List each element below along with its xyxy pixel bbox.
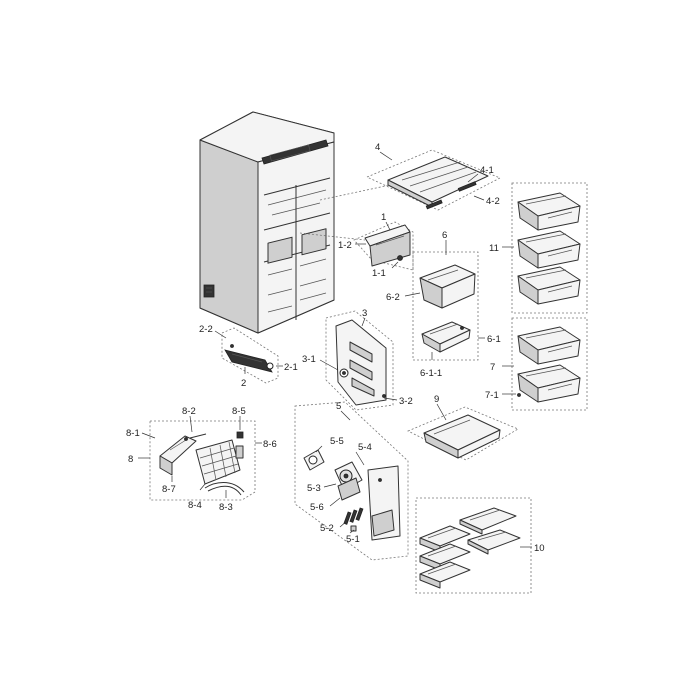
label-5-4: 5-4 (358, 442, 372, 453)
label-11: 11 (489, 243, 499, 254)
label-10: 10 (534, 543, 545, 554)
part-9-drawer: 9 (407, 394, 519, 461)
label-5-2: 5-2 (320, 523, 334, 534)
label-5: 5 (336, 401, 341, 412)
label-8: 8 (128, 454, 133, 465)
label-3: 3 (362, 308, 367, 319)
part-10-rails: 10 (415, 497, 545, 594)
part-7-door-bins: 7 7-1 (485, 317, 588, 411)
label-4-2: 4-2 (486, 196, 500, 207)
label-8-7: 8-7 (162, 484, 176, 495)
label-3-2: 3-2 (399, 396, 413, 407)
part-1-cover: 1 1-2 1-1 (338, 212, 414, 279)
label-6: 6 (442, 230, 447, 241)
label-4-1: 4-1 (480, 165, 494, 176)
label-8-4: 8-4 (188, 500, 202, 511)
label-8-3: 8-3 (219, 502, 233, 513)
part-11-door-guards: 11 (489, 182, 588, 314)
label-8-2: 8-2 (182, 406, 196, 417)
refrigerator-cabinet (199, 111, 335, 334)
label-1-2: 1-2 (338, 240, 352, 251)
part-2-bracket: 2-2 2-1 2 (199, 324, 298, 389)
label-8-5: 8-5 (232, 406, 246, 417)
label-4: 4 (375, 142, 380, 153)
label-7: 7 (490, 362, 495, 373)
label-1-1: 1-1 (372, 268, 386, 279)
part-6-case-assy: 6 6-2 6-1 6-1-1 (386, 230, 501, 379)
label-2: 2 (241, 378, 246, 389)
label-1: 1 (381, 212, 386, 223)
label-5-3: 5-3 (307, 483, 321, 494)
part-3-panel: 3 3-1 3-2 (302, 308, 413, 411)
label-8-6: 8-6 (263, 439, 277, 450)
part-8-evaporator-assy: 8-1 8-2 8-5 8-6 8 8-7 8-4 8-3 (126, 406, 277, 513)
label-2-2: 2-2 (199, 324, 213, 335)
label-6-2: 6-2 (386, 292, 400, 303)
label-5-5: 5-5 (330, 436, 344, 447)
part-4-shelf: 4 4-1 4-2 (366, 142, 501, 211)
label-6-1-1: 6-1-1 (420, 368, 442, 379)
label-8-1: 8-1 (126, 428, 140, 439)
label-2-1: 2-1 (284, 362, 298, 373)
label-5-6: 5-6 (310, 502, 324, 513)
label-5-1: 5-1 (346, 534, 360, 545)
label-7-1: 7-1 (485, 390, 499, 401)
label-3-1: 3-1 (302, 354, 316, 365)
part-5-duct-assy: 5 5-5 5-4 5-3 5-6 5-2 5-1 (294, 401, 409, 561)
label-9: 9 (434, 394, 439, 405)
label-6-1: 6-1 (487, 334, 501, 345)
